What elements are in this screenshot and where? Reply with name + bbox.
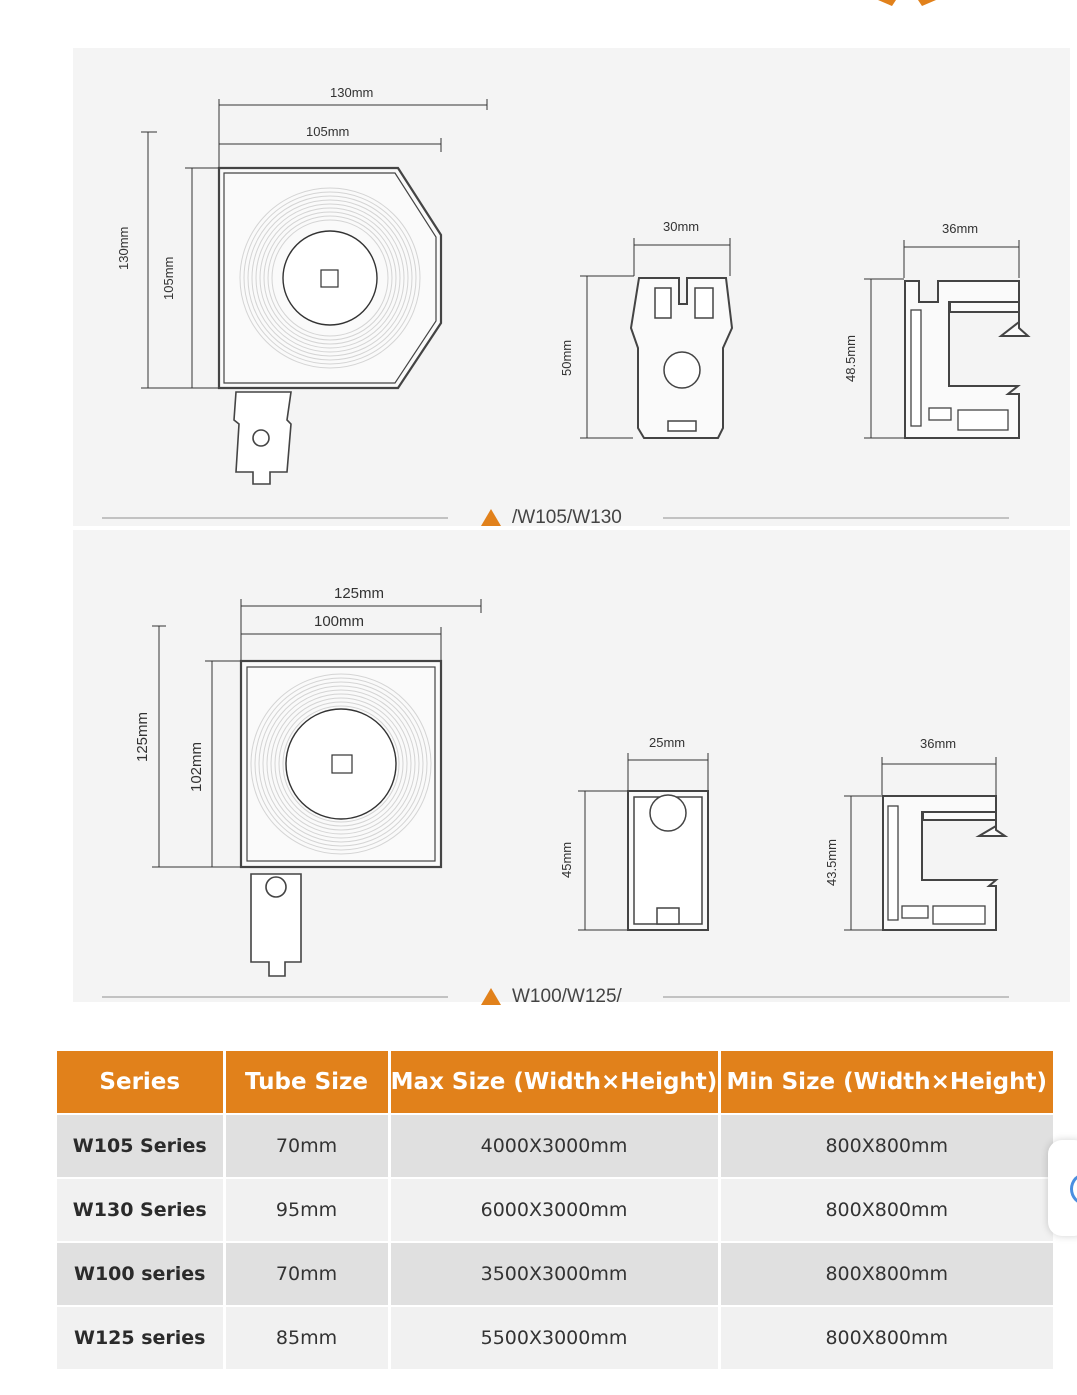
table-header-row: Series Tube Size Max Size (Width×Height)… xyxy=(57,1051,1053,1114)
caption-rule-left xyxy=(102,996,448,998)
dim-label-box-inner-h: 105mm xyxy=(161,256,176,300)
dim-label-box-outer-w: 130mm xyxy=(330,85,374,100)
cell-max-size: 6000X3000mm xyxy=(389,1177,721,1242)
cell-tube-size: 95mm xyxy=(224,1177,391,1242)
dim-label-rail-w: 30mm xyxy=(663,219,700,234)
technical-drawing xyxy=(141,99,1031,485)
cell-min-size: 800X800mm xyxy=(719,1241,1053,1306)
caption-rule-right xyxy=(663,517,1009,519)
cell-tube-size: 85mm xyxy=(224,1305,391,1369)
cell-max-size: 5500X3000mm xyxy=(389,1305,721,1369)
header-max-size: Max Size (Width×Height) xyxy=(389,1051,721,1114)
triangle-icon xyxy=(481,988,501,1005)
cell-series: W130 Series xyxy=(57,1177,226,1242)
header-min-size: Min Size (Width×Height) xyxy=(719,1051,1053,1114)
dim-label-box-inner-h: 102mm xyxy=(188,741,205,792)
caption-rule-left xyxy=(102,517,448,519)
dim-label-bar-w: 36mm xyxy=(942,221,979,236)
drawing-panel-w100-w125: W100/W125/ 125mm 100mm 125mm 102mm 25mm … xyxy=(73,530,1070,1007)
header-series: Series xyxy=(57,1051,226,1114)
cell-max-size: 4000X3000mm xyxy=(389,1113,721,1178)
panel-caption: /W105/W130 xyxy=(73,506,1070,530)
cell-series: W100 series xyxy=(57,1241,226,1306)
dim-label-bar-w: 36mm xyxy=(920,736,957,751)
cell-series: W105 Series xyxy=(57,1113,226,1178)
drawing-panel-w105-w130: /W105/W130 130mm 105mm 130mm 105mm 30mm … xyxy=(73,48,1070,528)
table-row: W130 Series 95mm 6000X3000mm 800X800mm xyxy=(57,1177,1053,1242)
dim-label-bar-h: 48.5mm xyxy=(843,335,858,382)
caption-text: /W105/W130 xyxy=(512,507,622,528)
dim-label-rail-h: 50mm xyxy=(559,339,574,376)
dim-label-rail-w: 25mm xyxy=(649,735,686,750)
dim-label-box-inner-w: 105mm xyxy=(306,124,350,139)
dim-label-rail-h: 45mm xyxy=(559,841,574,878)
dim-label-box-outer-h: 125mm xyxy=(134,711,151,762)
table-row: W105 Series 70mm 4000X3000mm 800X800mm xyxy=(57,1113,1053,1178)
table-row: W125 series 85mm 5500X3000mm 800X800mm xyxy=(57,1305,1053,1369)
panel-caption: W100/W125/ xyxy=(73,985,1070,1009)
cell-min-size: 800X800mm xyxy=(719,1113,1053,1178)
cell-tube-size: 70mm xyxy=(224,1113,391,1178)
top-logo-fragment xyxy=(878,0,936,6)
dim-label-box-outer-w: 125mm xyxy=(334,585,385,602)
cell-min-size: 800X800mm xyxy=(719,1305,1053,1369)
dim-label-bar-h: 43.5mm xyxy=(824,839,839,886)
spec-table: Series Tube Size Max Size (Width×Height)… xyxy=(57,1051,1053,1369)
caption-rule-right xyxy=(663,996,1009,998)
cell-series: W125 series xyxy=(57,1305,226,1369)
header-tube-size: Tube Size xyxy=(224,1051,391,1114)
caption-text: W100/W125/ xyxy=(512,986,622,1007)
dim-label-box-inner-w: 100mm xyxy=(314,613,365,630)
table-row: W100 series 70mm 3500X3000mm 800X800mm xyxy=(57,1241,1053,1306)
technical-drawing xyxy=(152,599,1009,977)
dim-label-box-outer-h: 130mm xyxy=(116,226,131,270)
floating-chat-widget[interactable] xyxy=(1048,1140,1077,1236)
cell-max-size: 3500X3000mm xyxy=(389,1241,721,1306)
chat-icon xyxy=(1070,1173,1077,1205)
cell-tube-size: 70mm xyxy=(224,1241,391,1306)
triangle-icon xyxy=(481,509,501,526)
cell-min-size: 800X800mm xyxy=(719,1177,1053,1242)
